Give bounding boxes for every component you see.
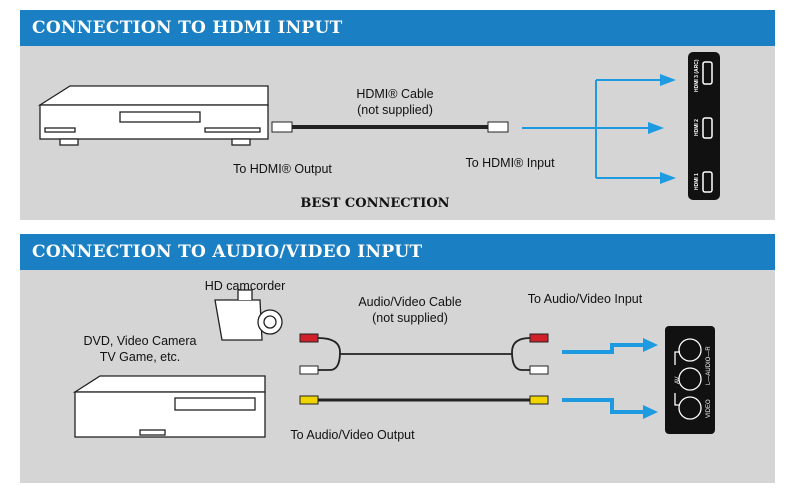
camcorder-label: HD camcorder [204, 279, 286, 293]
av-cable-icon [317, 337, 531, 402]
camcorder-icon [214, 289, 283, 341]
hdmi-section-header: CONNECTION TO HDMI INPUT [20, 10, 775, 46]
hdmi-cable-label: HDMI® Cable(not supplied) [356, 87, 434, 117]
port-label-hdmi1: HDMI 1 [694, 173, 700, 190]
arrow-heads [648, 74, 676, 184]
av-port-panel [665, 326, 715, 434]
port-label-av: AV [675, 376, 681, 384]
av-output-label: To Audio/Video Output [290, 428, 415, 442]
port-label-video: VIDEO [706, 399, 712, 418]
hdmi-input-label: To HDMI® Input [465, 156, 555, 170]
av-input-label: To Audio/Video Input [527, 292, 643, 306]
dvd-player-icon [72, 375, 266, 438]
best-connection-label: BEST CONNECTION [300, 196, 450, 211]
port-label-hdmi3: HDMI 3 (ARC) [694, 59, 700, 92]
blu-ray-player-icon [37, 85, 269, 146]
rca-plugs [299, 333, 549, 405]
av-section-header: CONNECTION TO AUDIO/VIDEO INPUT [20, 234, 775, 270]
av-arrows [562, 343, 645, 414]
hdmi-output-label: To HDMI® Output [233, 162, 332, 176]
av-cable-label: Audio/Video Cable(not supplied) [358, 295, 462, 325]
hdmi-cable-icon [271, 121, 509, 133]
hdmi-port-panel [688, 52, 720, 200]
hdmi-arrows [522, 79, 662, 179]
port-label-hdmi2: HDMI 2 [694, 119, 700, 136]
port-label-audio: L—AUDIO—R [706, 346, 712, 385]
